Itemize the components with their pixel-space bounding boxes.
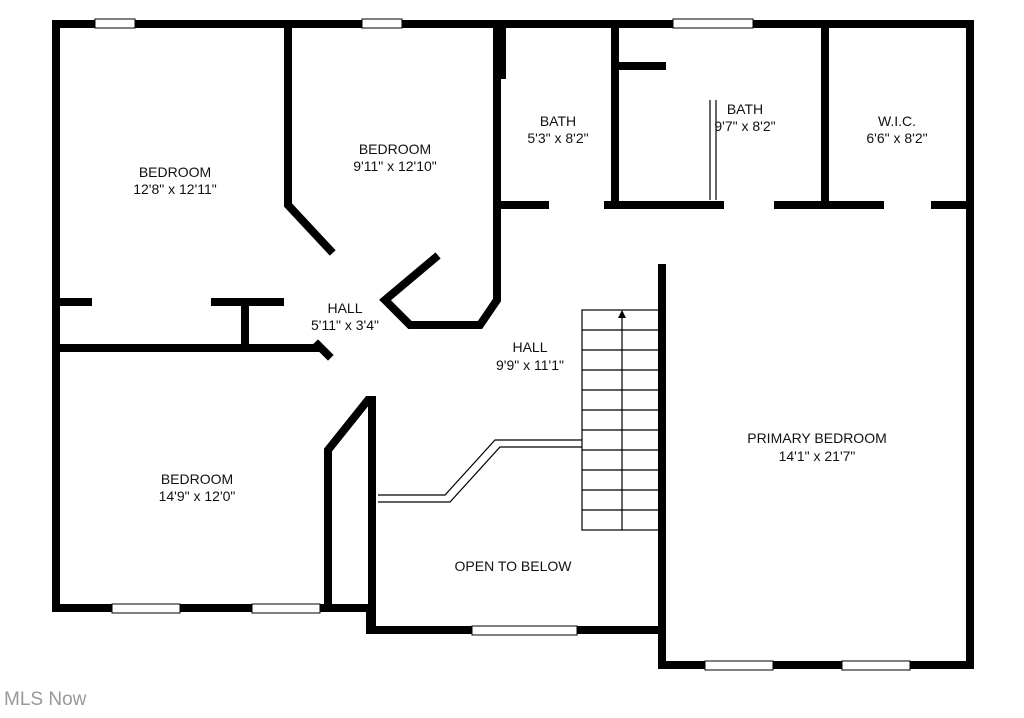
room-size: 5'3" x 8'2"	[527, 130, 588, 146]
room-name: HALL	[512, 339, 547, 355]
staircase	[581, 309, 663, 531]
room-name: BATH	[540, 113, 576, 129]
room-name: BEDROOM	[161, 471, 233, 487]
room-size: 14'9" x 12'0"	[159, 488, 236, 504]
room-name: OPEN TO BELOW	[455, 558, 573, 574]
room-size: 9'11" x 12'10"	[353, 158, 437, 174]
room-size: 9'7" x 8'2"	[714, 118, 775, 134]
room-name: PRIMARY BEDROOM	[747, 430, 887, 446]
room-name: BEDROOM	[359, 141, 431, 157]
room-name: W.I.C.	[878, 113, 916, 129]
room-name: BATH	[727, 101, 763, 117]
windows	[94, 18, 911, 671]
room-name: BEDROOM	[139, 164, 211, 180]
room-size: 5'11" x 3'4"	[311, 317, 379, 333]
watermark: MLS Now	[4, 689, 87, 710]
room-labels: BEDROOM 12'8" x 12'11" BEDROOM 9'11" x 1…	[133, 101, 927, 574]
room-size: 6'6" x 8'2"	[866, 130, 927, 146]
room-size: 9'9" x 11'1"	[496, 357, 564, 373]
room-size: 14'1" x 21'7"	[779, 448, 856, 464]
room-name: HALL	[327, 300, 362, 316]
walls	[52, 20, 974, 669]
room-size: 12'8" x 12'11"	[133, 181, 217, 197]
